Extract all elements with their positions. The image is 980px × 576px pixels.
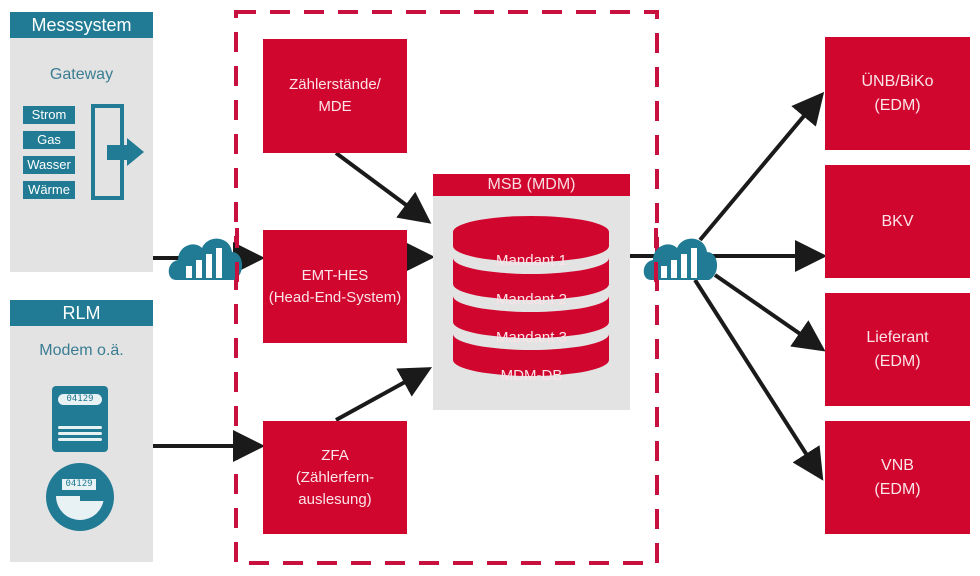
msb-title: MSB (MDM) [433, 174, 630, 196]
meter-reading-2: 04129 [62, 479, 96, 490]
meter-icon-box: 04129 [52, 386, 108, 452]
meter-icon-round: 04129 [46, 463, 114, 531]
messsystem-panel: Messsystem Gateway Strom Gas Wasser Wärm… [10, 12, 153, 272]
db-layer-mandant-2: Mandant 2 [496, 291, 567, 308]
meter-reading-1: 04129 [58, 394, 102, 405]
gateway-arrow-icon [91, 104, 144, 200]
messsystem-title: Messsystem [10, 12, 153, 38]
media-chip-wasser: Wasser [23, 156, 75, 174]
arrow-zaehlerstaende-to-msb [334, 151, 432, 224]
db-layer-mdm-db: MDM-DB [500, 367, 563, 384]
db-layer-mandant-1: Mandant 1 [496, 252, 567, 269]
media-chip-strom: Strom [23, 106, 75, 124]
recipient-lieferant: Lieferant (EDM) [825, 293, 970, 406]
arrow-to-lieferant [713, 273, 826, 352]
media-chip-waerme: Wärme [23, 181, 75, 199]
media-chip-gas: Gas [23, 131, 75, 149]
recipient-bkv: BKV [825, 165, 970, 278]
msb-boundary-dashed [234, 10, 659, 565]
db-layer-mandant-3: Mandant 3 [496, 329, 567, 346]
zfa-box: ZFA (Zählerfern- auslesung) [263, 421, 407, 534]
arrow-zfa-to-msb [335, 367, 433, 422]
gateway-label: Gateway [49, 66, 114, 83]
msb-mdm-panel: MSB (MDM) Mandant 1 Mandant 2 Mandant 3 … [433, 174, 630, 410]
rlm-panel: RLM Modem o.ä. 04129 04129 [10, 300, 153, 562]
cloud-signal-icon-left [168, 238, 243, 280]
database-icon [453, 216, 609, 376]
zaehlerstaende-mde-box: Zählerstände/ MDE [263, 39, 407, 153]
cloud-signal-icon-right [643, 238, 718, 280]
recipient-uenb-biko: ÜNB/BiKo (EDM) [825, 37, 970, 150]
emt-hes-box: EMT-HES (Head-End-System) [263, 230, 407, 343]
recipient-vnb: VNB (EDM) [825, 421, 970, 534]
modem-label: Modem o.ä. [39, 342, 124, 359]
rlm-title: RLM [10, 300, 153, 326]
arrow-to-uenb [698, 91, 825, 242]
arrow-to-vnb [693, 278, 824, 481]
